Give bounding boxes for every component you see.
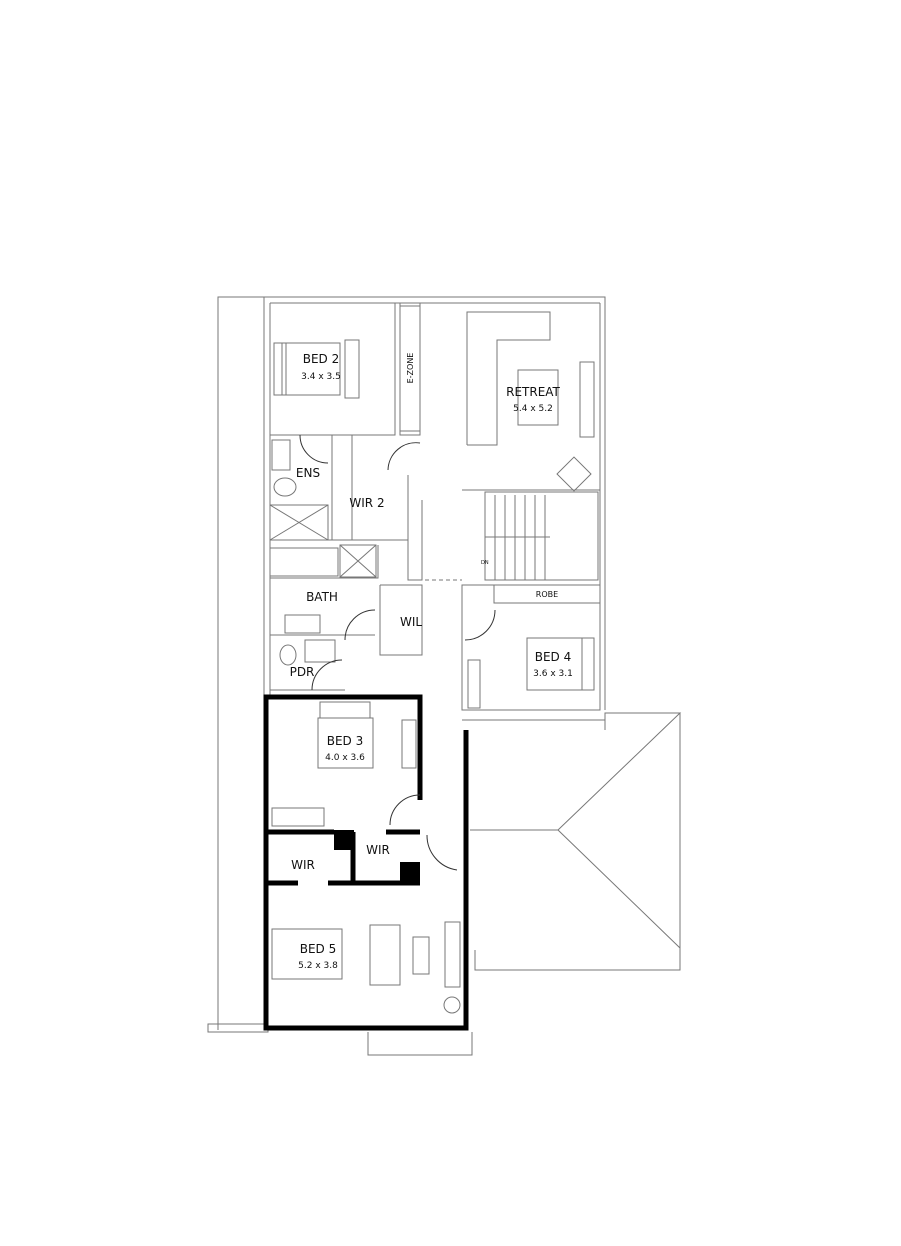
room-size-retreat: 5.4 x 5.2 — [513, 404, 553, 414]
bold-walls — [263, 694, 469, 1031]
room-size-bed2: 3.4 x 3.5 — [301, 372, 341, 382]
room-name-wil: WIL — [400, 615, 422, 629]
room-name-bed4: BED 4 — [535, 650, 572, 664]
room-name-ens: ENS — [296, 466, 320, 480]
roof — [470, 712, 682, 971]
room-size-bed3: 4.0 x 3.6 — [325, 753, 365, 763]
room-size-bed4: 3.6 x 3.1 — [533, 669, 573, 679]
room-name-pdr: PDR — [290, 665, 315, 679]
room-name-bed5: BED 5 — [300, 942, 337, 956]
room-name-wir2: WIR 2 — [349, 496, 384, 510]
room-name-wir-right: WIR — [366, 843, 390, 857]
room-name-retreat: RETREAT — [506, 385, 560, 399]
room-size-bed5: 5.2 x 3.8 — [298, 961, 338, 971]
room-name-bath: BATH — [306, 590, 338, 604]
room-name-bed2: BED 2 — [303, 352, 340, 366]
stair-direction-label: DN — [481, 560, 489, 566]
interior-walls — [269, 303, 601, 1014]
room-name-wir-left: WIR — [291, 858, 315, 872]
room-name-bed3: BED 3 — [327, 734, 364, 748]
room-name-robe: ROBE — [536, 590, 558, 599]
room-name-ezone: E-ZONE — [406, 353, 415, 384]
outer-walls — [207, 296, 606, 1056]
room-labels: BED 2 3.4 x 3.5 E-ZONE RETREAT 5.4 x 5.2… — [290, 352, 573, 971]
